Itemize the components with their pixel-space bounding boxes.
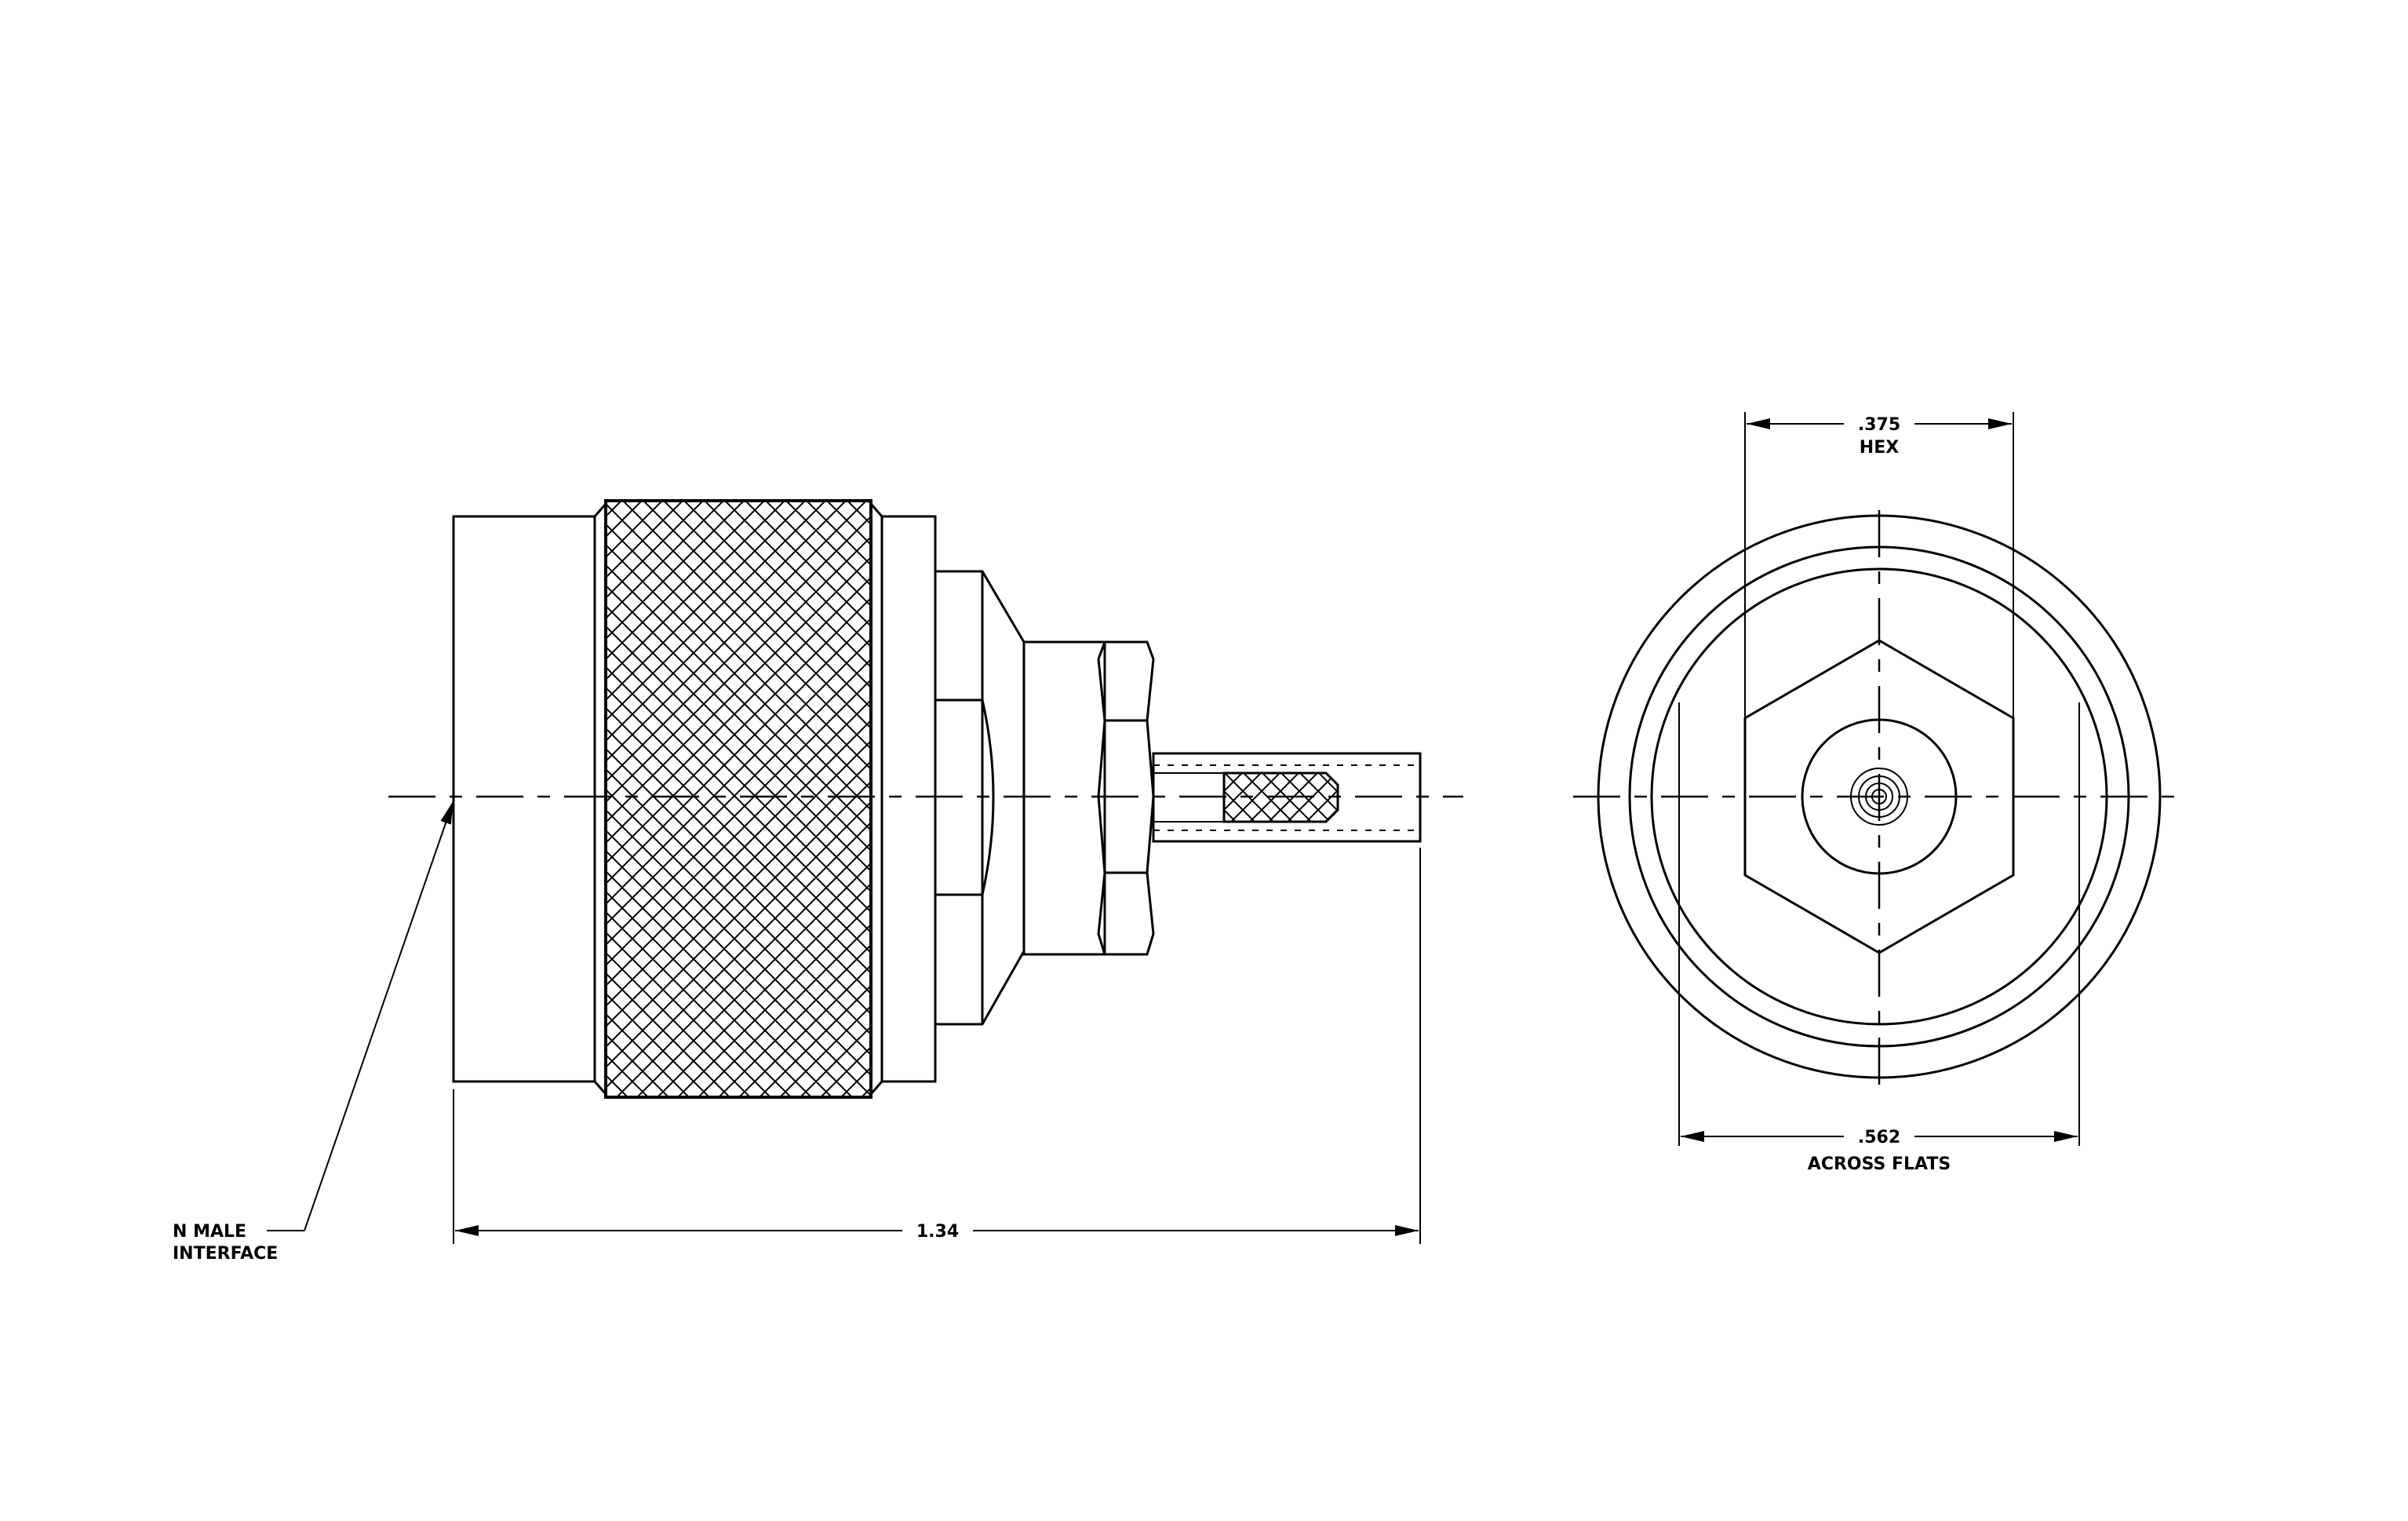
pin-circle-2	[1858, 775, 1900, 818]
interface-leader	[304, 800, 454, 1231]
hex-label: HEX	[1860, 438, 1899, 458]
pin-circle-1	[1850, 768, 1908, 826]
flats-label: ACROSS FLATS	[1808, 1154, 1951, 1174]
flats-dimension-label: .562	[1858, 1128, 1900, 1147]
callout-line1: N MALE	[173, 1222, 246, 1242]
end-view: .375 HEX .562 ACROSS FLATS	[1573, 412, 2181, 1174]
overall-length-label: 1.34	[916, 1222, 959, 1242]
hex-body	[934, 570, 1025, 1026]
second-circle	[1628, 545, 2130, 1048]
side-view: 1.34 N MALE INTERFACE	[173, 499, 1463, 1264]
hex-dimension-label: .375	[1858, 415, 1900, 435]
rear-body	[1022, 640, 1106, 956]
knurled-coupling-nut	[604, 499, 872, 1099]
pin-circle-4	[1871, 789, 1887, 804]
knurl-chamfer-left	[593, 501, 607, 1097]
dielectric-circle	[1801, 718, 1958, 875]
crimp-hex-top	[1097, 640, 1155, 722]
callout-line2: INTERFACE	[173, 1244, 278, 1264]
crimp-hex-bottom	[1097, 871, 1155, 956]
third-circle	[1650, 567, 2108, 1026]
rear-ring	[880, 515, 937, 1083]
interface-body	[452, 515, 596, 1083]
pin-circle-3	[1865, 782, 1893, 811]
knurl-chamfer-right	[869, 503, 883, 1095]
outer-circle	[1597, 514, 2162, 1079]
center-pin-knurl	[1222, 771, 1339, 823]
